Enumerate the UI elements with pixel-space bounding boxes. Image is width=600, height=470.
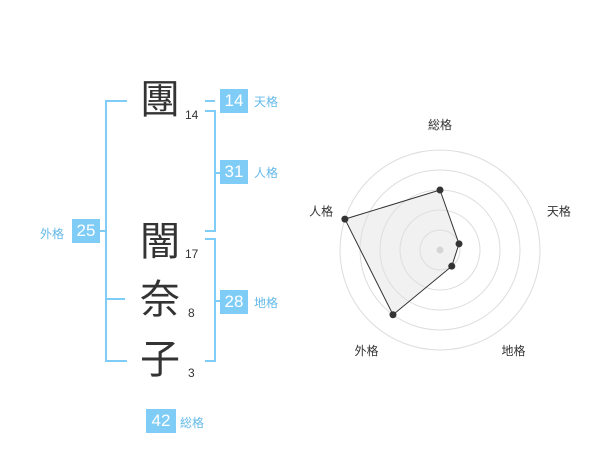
- radar-center-dot: [436, 246, 444, 254]
- jinkaku-bracket-connector: [215, 172, 221, 174]
- tenkaku-bracket: [205, 100, 215, 102]
- jinkaku-label: 人格: [254, 166, 279, 180]
- stroke-count-3: 8: [188, 306, 195, 320]
- name-char-3: 奈: [140, 277, 180, 323]
- tenkaku-label: 天格: [254, 95, 279, 109]
- radar-point-1: [436, 186, 444, 194]
- radar-axis-label-5: 人格: [309, 203, 333, 218]
- radar-ring-5: [339, 149, 541, 351]
- radar-axis-label-4: 外格: [354, 343, 378, 358]
- radar-axis-label-2: 天格: [547, 203, 571, 218]
- radar-ring-2: [399, 209, 481, 291]
- radar-point-5: [341, 215, 349, 223]
- tenkaku-value-badge: 14: [220, 89, 248, 113]
- name-char-4: 子: [140, 337, 180, 383]
- gaikaku-bracket-connector: [100, 230, 106, 232]
- stroke-count-1: 14: [185, 108, 199, 122]
- radar-point-2: [455, 240, 463, 248]
- chikaku-value-badge: 28: [220, 290, 248, 314]
- chikaku-bracket-connector: [215, 300, 221, 302]
- gaikaku-label: 外格: [40, 227, 65, 241]
- radar-axis-label-1: 総格: [428, 117, 452, 132]
- chikaku-label: 地格: [254, 296, 279, 310]
- gaikaku-bracket: [105, 100, 127, 362]
- soukaku-label: 総格: [180, 416, 205, 430]
- stroke-count-2: 17: [185, 247, 199, 261]
- radar-shape: [344, 189, 460, 316]
- soukaku-value-badge: 42: [146, 409, 176, 433]
- gaikaku-value-badge: 25: [72, 219, 100, 243]
- gaikaku-bracket-tick: [105, 298, 125, 300]
- name-char-2: 闇: [140, 219, 180, 265]
- radar-axis-label-3: 地格: [501, 343, 525, 358]
- name-char-1: 團: [140, 77, 180, 123]
- radar-point-4: [389, 311, 397, 319]
- radar-point-3: [448, 262, 456, 270]
- jinkaku-value-badge: 31: [220, 160, 248, 184]
- stroke-count-4: 3: [188, 366, 195, 380]
- radar-ring-1: [419, 229, 461, 271]
- jinkaku-bracket: [205, 110, 216, 232]
